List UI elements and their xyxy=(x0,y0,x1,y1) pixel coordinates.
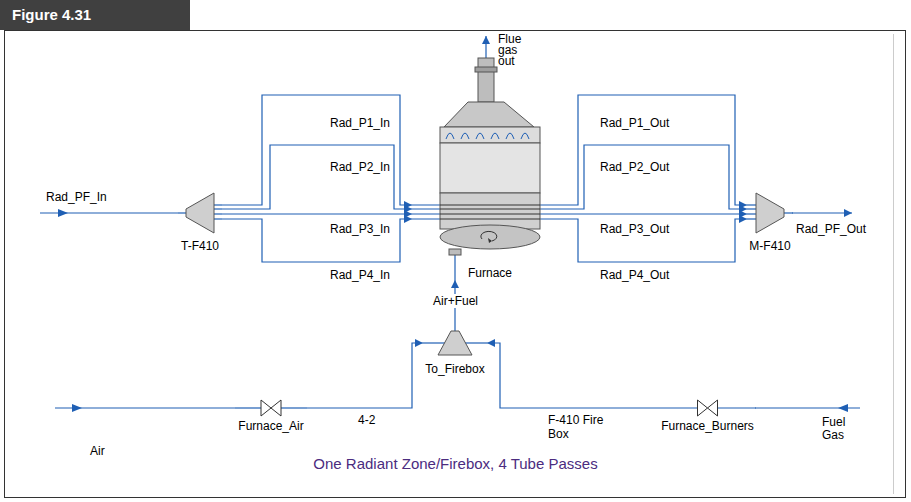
stream-label: Rad_P4_Out xyxy=(600,268,669,282)
stream-arrow xyxy=(72,404,82,412)
stream-label: Rad_P2_In xyxy=(330,160,390,174)
process-stream xyxy=(222,145,412,209)
unit-icon xyxy=(412,55,568,280)
unit-operation: M-F410 xyxy=(747,188,793,253)
radiant-tube xyxy=(440,208,540,209)
stream-stub xyxy=(281,407,307,408)
stream-name: Flue gas out xyxy=(498,34,528,67)
stream-name: Rad_PF_In xyxy=(46,190,107,204)
stream-label: 4-2 xyxy=(358,413,375,427)
stream-stub xyxy=(747,213,756,214)
figure-border xyxy=(5,31,906,498)
title-tab: Figure 4.31 xyxy=(0,0,190,30)
firebox xyxy=(440,193,540,229)
unit-operation: Furnace_Burners xyxy=(659,398,756,433)
unit-label: T-F410 xyxy=(181,239,219,253)
coil xyxy=(446,133,454,139)
coil xyxy=(461,133,469,139)
stream-stub xyxy=(784,212,793,213)
process-stream xyxy=(307,343,423,408)
stream-name: Rad_PF_Out xyxy=(796,222,866,236)
figure-caption: One Radiant Zone/Firebox, 4 Tube Passes xyxy=(0,455,911,473)
product-stream xyxy=(792,212,852,213)
tee-symbol xyxy=(186,193,214,233)
stream-label: Air+Fuel xyxy=(432,294,479,308)
unit-operation: Furnace_Air xyxy=(235,398,307,433)
stream-stub xyxy=(423,342,445,343)
stream-label: Rad_P1_In xyxy=(330,116,390,130)
radiant-tube xyxy=(440,204,540,205)
unit-label: Furnace_Air xyxy=(238,419,303,433)
stream-stub xyxy=(178,212,186,213)
unit-label: M-F410 xyxy=(749,239,790,253)
unit-operation: Furnace xyxy=(412,55,568,280)
tube-pass xyxy=(412,208,568,209)
flue-stream xyxy=(485,36,486,58)
radiant-tube xyxy=(440,213,540,214)
stream-label: Rad_P3_Out xyxy=(600,222,669,236)
stream-stub xyxy=(235,407,261,408)
coil xyxy=(521,133,529,139)
stream-label: Rad_P2_Out xyxy=(600,160,669,174)
coil xyxy=(506,133,514,139)
stream-name: Fuel Gas xyxy=(822,416,854,442)
process-stream xyxy=(487,343,659,408)
process-stream xyxy=(222,219,412,262)
stream-arrow xyxy=(838,404,848,412)
stream-stub xyxy=(454,325,455,331)
stream-label: Rad_P4_In xyxy=(330,268,390,282)
stream-name: Air xyxy=(90,444,105,458)
valve-symbol xyxy=(698,400,718,416)
stream-stub xyxy=(214,208,222,209)
figure-title: Figure 4.31 xyxy=(12,0,91,30)
process-stream xyxy=(568,95,747,205)
stack xyxy=(478,58,494,102)
furnace-base xyxy=(440,225,540,249)
unit-label: To_Firebox xyxy=(425,362,484,376)
burner-port xyxy=(449,249,461,255)
convection-section xyxy=(440,127,540,143)
tube-pass xyxy=(412,213,568,214)
stream-stub xyxy=(747,218,756,219)
radiant-tube xyxy=(440,218,540,219)
tube-pass xyxy=(412,218,568,219)
stack-band xyxy=(475,67,497,72)
burner-swirl xyxy=(488,238,492,243)
stream-stub xyxy=(747,204,756,205)
panel-divider xyxy=(893,34,894,494)
stream-arrow xyxy=(58,209,68,217)
coil xyxy=(476,133,484,139)
unit-operation: T-F410 xyxy=(178,188,222,253)
valve-symbol xyxy=(261,400,281,416)
unit-label: Furnace_Burners xyxy=(661,419,754,433)
process-stream xyxy=(222,95,412,205)
unit-operation: To_Firebox xyxy=(423,325,487,376)
stream-stub xyxy=(747,208,756,209)
stream-stub xyxy=(214,204,222,205)
stream-stub xyxy=(214,213,222,214)
process-stream xyxy=(568,219,747,262)
stream-label: F-410 Fire Box xyxy=(548,413,610,441)
process-stream xyxy=(568,145,747,209)
process-stream xyxy=(568,213,747,214)
stream-label: Rad_P3_In xyxy=(330,222,390,236)
stream-stub xyxy=(659,407,698,408)
radiant-box xyxy=(440,143,540,193)
stream-label: Rad_P1_Out xyxy=(600,116,669,130)
unit-label: Furnace xyxy=(468,266,512,280)
coil xyxy=(491,133,499,139)
tube-pass xyxy=(412,204,568,205)
stream-stub xyxy=(465,342,487,343)
process-stream xyxy=(222,213,412,214)
stream-stub xyxy=(454,255,455,280)
mixer-symbol xyxy=(756,193,784,233)
furnace-hood xyxy=(444,102,534,127)
stream-stub xyxy=(718,407,757,408)
mixer-symbol xyxy=(438,331,472,355)
stream-stub xyxy=(214,218,222,219)
